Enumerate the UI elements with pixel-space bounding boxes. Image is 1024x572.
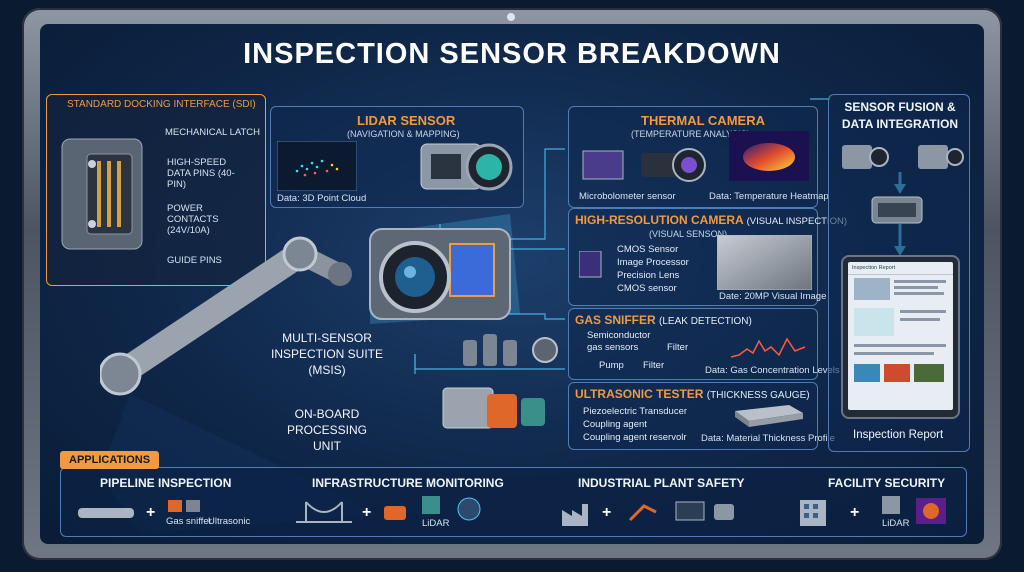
fusion-panel: SENSOR FUSION & DATA INTEGRATION Inspect… xyxy=(828,94,970,452)
app-title-security: FACILITY SECURITY xyxy=(828,476,946,490)
applications-tag: APPLICATIONS xyxy=(60,451,160,469)
app-title-industrial: INDUSTRIAL PLANT SAFETY xyxy=(578,476,745,490)
report-content-graphic xyxy=(854,278,946,382)
docking-title: STANDARD DOCKING INTERFACE (SDI) xyxy=(67,99,256,110)
docking-connector-illustration xyxy=(61,138,143,250)
fusion-title: SENSOR FUSION & DATA INTEGRATION xyxy=(841,100,959,131)
hires-panel: HIGH-RESOLUTION CAMERA (VISUAL INSPECTIO… xyxy=(568,208,847,306)
gas-item-2: Filter xyxy=(667,342,689,353)
gas-item-4: Filter xyxy=(643,360,665,371)
docking-label-power: POWER CONTACTS (24V/10A) xyxy=(167,203,219,236)
thermal-sensor-icon xyxy=(582,148,706,182)
ultrasonic-item-2: Coupling agent reservolr xyxy=(583,432,687,443)
report-title: Inspection Report xyxy=(848,262,953,275)
ultrasonic-title-main: ULTRASONIC TESTER xyxy=(575,387,704,401)
robot-icon xyxy=(457,497,481,521)
webcam-dot xyxy=(507,13,515,21)
ultrasonic-title-suffix: (THICKNESS GAUGE) xyxy=(706,390,810,401)
ultrasonic-panel: ULTRASONIC TESTER (THICKNESS GAUGE) Piez… xyxy=(568,382,835,450)
lidar-sensor-icon xyxy=(420,143,513,191)
temperature-heatmap-image xyxy=(729,131,809,181)
page-title: INSPECTION SENSOR BREAKDOWN xyxy=(243,38,781,70)
plus-icon: + xyxy=(362,504,372,521)
factory-icon xyxy=(562,504,588,526)
processing-unit-label: ON-BOARD PROCESSING UNIT xyxy=(286,407,367,453)
lidar-panel: LiDAR SENSOR (NAVIGATION & MAPPING) Data… xyxy=(270,106,524,208)
app-sensor-gas: Gas sniffer xyxy=(166,516,212,527)
monitor-icon xyxy=(675,501,705,521)
gas-title: GAS SNIFFER (LEAK DETECTION) xyxy=(575,313,752,327)
hires-item-0: CMOS Sensor xyxy=(617,244,679,255)
app-title-infrastructure: INFRASTRUCTURE MONITORING xyxy=(312,476,504,490)
hires-item-2: Precision Lens xyxy=(617,270,680,281)
ultrasonic-item-1: Coupling agent xyxy=(583,419,647,430)
hires-subtitle: (VISUAL SENSON) xyxy=(649,229,728,239)
bridge-icon xyxy=(296,501,352,523)
hires-item-1: Image Processor xyxy=(617,257,689,268)
visual-image xyxy=(717,235,812,290)
gas-item-0: Semiconductor xyxy=(587,330,651,341)
gas-title-main: GAS SNIFFER xyxy=(575,313,656,327)
pipe-icon xyxy=(78,508,134,518)
thermal-title: THERMAL CAMERA xyxy=(641,113,765,128)
thickness-block-image xyxy=(735,405,803,427)
lidar-title: LiDAR SENSOR xyxy=(357,113,456,128)
hires-data-label: Date: 20MP Visual Image xyxy=(719,291,827,302)
fusion-sensors-icon xyxy=(842,145,964,224)
gas-item-1: gas sensors xyxy=(587,342,639,353)
lidar-icon xyxy=(422,496,440,514)
ultrasonic-title: ULTRASONIC TESTER (THICKNESS GAUGE) xyxy=(575,387,810,401)
thermal-component-label: Microbolometer sensor xyxy=(579,191,676,202)
gas-sniffer-icon xyxy=(168,500,200,512)
app-sensor-lidar: LiDAR xyxy=(422,518,450,529)
plus-icon: + xyxy=(146,504,156,521)
ultrasonic-data-label: Data: Material Thickness Profile xyxy=(701,433,835,444)
robot-arm-icon xyxy=(628,504,657,522)
docking-label-latch: MECHANICAL LATCH xyxy=(165,127,261,138)
thermal-panel: THERMAL CAMERA (TEMPERATURE ANALYSIS) Mi… xyxy=(568,106,829,208)
msis-label: MULTI-SENSOR INSPECTION SUITE (MSIS) xyxy=(270,331,383,377)
thermal-image-icon xyxy=(916,498,946,524)
fusion-caption: Inspection Report xyxy=(853,429,944,441)
gas-data-label: Data: Gas Concentration Levels xyxy=(705,365,840,376)
monitor-screen: INSPECTION SENSOR BREAKDOWN STANDARD DOC… xyxy=(40,24,984,544)
hires-title-main: HIGH-RESOLUTION CAMERA xyxy=(575,213,744,227)
app-sensor-ultrasonic: Ultrasonic xyxy=(208,516,251,527)
docking-panel: STANDARD DOCKING INTERFACE (SDI) MECHANI… xyxy=(46,94,266,286)
lidar-subtitle: (NAVIGATION & MAPPING) xyxy=(347,129,460,139)
thermal-data-label: Data: Temperature Heatmap xyxy=(709,191,829,202)
app-sensor-lidar: LiDAR xyxy=(882,518,910,529)
building-icon xyxy=(800,500,826,526)
ultrasonic-item-0: Piezoelectric Transducer xyxy=(583,406,688,417)
hires-item-3: CMOS sensor xyxy=(617,283,677,294)
hires-title: HIGH-RESOLUTION CAMERA (VISUAL INSPECTIO… xyxy=(575,213,847,227)
inspection-report-tablet: Inspection Report xyxy=(841,255,960,419)
plus-icon: + xyxy=(850,504,860,521)
camera-icon xyxy=(714,504,734,520)
processing-unit-icon xyxy=(442,387,545,429)
gas-title-suffix: (LEAK DETECTION) xyxy=(659,316,752,327)
lidar-data-label: Data: 3D Point Cloud xyxy=(277,193,367,204)
docking-label-guide: GUIDE PINS xyxy=(167,255,222,266)
lidar-icon xyxy=(882,496,900,514)
msis-camera-unit-icon xyxy=(369,228,511,320)
gas-sniffer-module-icon xyxy=(463,334,558,366)
gas-item-3: Pump xyxy=(599,360,624,371)
thermal-subtitle: (TEMPERATURE ANALYSIS) xyxy=(631,129,750,139)
point-cloud-image xyxy=(277,141,357,191)
plus-icon: + xyxy=(602,504,612,521)
gas-concentration-chart xyxy=(730,337,806,358)
cmos-sensor-icon xyxy=(579,251,602,278)
drone-icon xyxy=(384,506,406,520)
app-title-pipeline: PIPELINE INSPECTION xyxy=(100,476,232,490)
gas-panel: GAS SNIFFER (LEAK DETECTION) Semiconduct… xyxy=(568,308,840,380)
docking-label-pins: HIGH-SPEED DATA PINS (40-PIN) xyxy=(167,157,235,190)
hires-title-suffix: (VISUAL INSPECTION) xyxy=(746,216,848,227)
